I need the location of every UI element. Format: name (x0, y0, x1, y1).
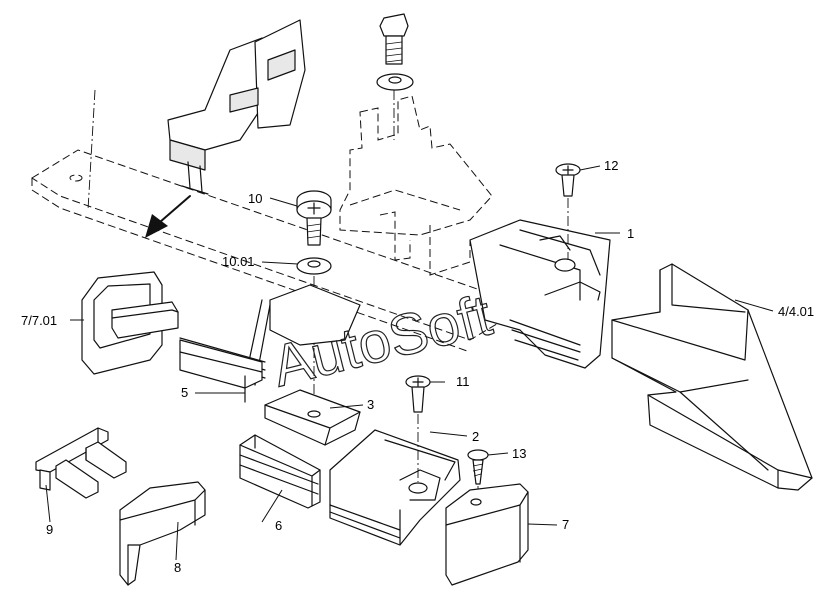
label-part-4-4-01: 4/4.01 (778, 304, 814, 319)
seat-icon (167, 19, 306, 195)
label-part-7: 7 (562, 517, 569, 532)
leader-lines (45, 165, 774, 561)
label-part-12: 12 (604, 158, 618, 173)
block-4-4-01 (611, 263, 813, 491)
label-part-7-7-01: 7/7.01 (21, 313, 57, 328)
rail-profile-1 (469, 219, 611, 369)
label-part-11: 11 (456, 374, 470, 389)
label-part-9: 9 (46, 522, 53, 537)
slider-3 (264, 389, 361, 446)
clip-9 (35, 427, 127, 499)
screw-13 (467, 449, 489, 500)
screw-10 (296, 190, 332, 246)
label-part-2: 2 (472, 429, 479, 444)
label-part-10: 10 (248, 191, 262, 206)
screw-12 (555, 163, 581, 260)
floor-rail-outline (31, 89, 522, 353)
end-cap-7 (445, 483, 529, 586)
rail-profile-2 (329, 429, 461, 546)
bolt-top (376, 13, 414, 140)
end-cap-7-7-01 (81, 271, 179, 375)
label-part-5: 5 (181, 385, 188, 400)
label-part-6: 6 (275, 518, 282, 533)
label-part-1: 1 (627, 226, 634, 241)
part-labels: 1 2 3 4/4.01 5 6 7 7/7.01 8 9 10 10.01 1… (21, 158, 814, 575)
direction-arrow-icon (145, 195, 191, 238)
label-part-8: 8 (174, 560, 181, 575)
strip-6 (239, 434, 321, 509)
screw-11 (405, 375, 431, 482)
seat-bracket-outline (339, 95, 493, 276)
label-part-3: 3 (367, 397, 374, 412)
end-cap-8 (119, 481, 206, 586)
label-part-13: 13 (512, 446, 526, 461)
label-part-10-01: 10.01 (222, 254, 255, 269)
strip-5 (179, 339, 263, 403)
